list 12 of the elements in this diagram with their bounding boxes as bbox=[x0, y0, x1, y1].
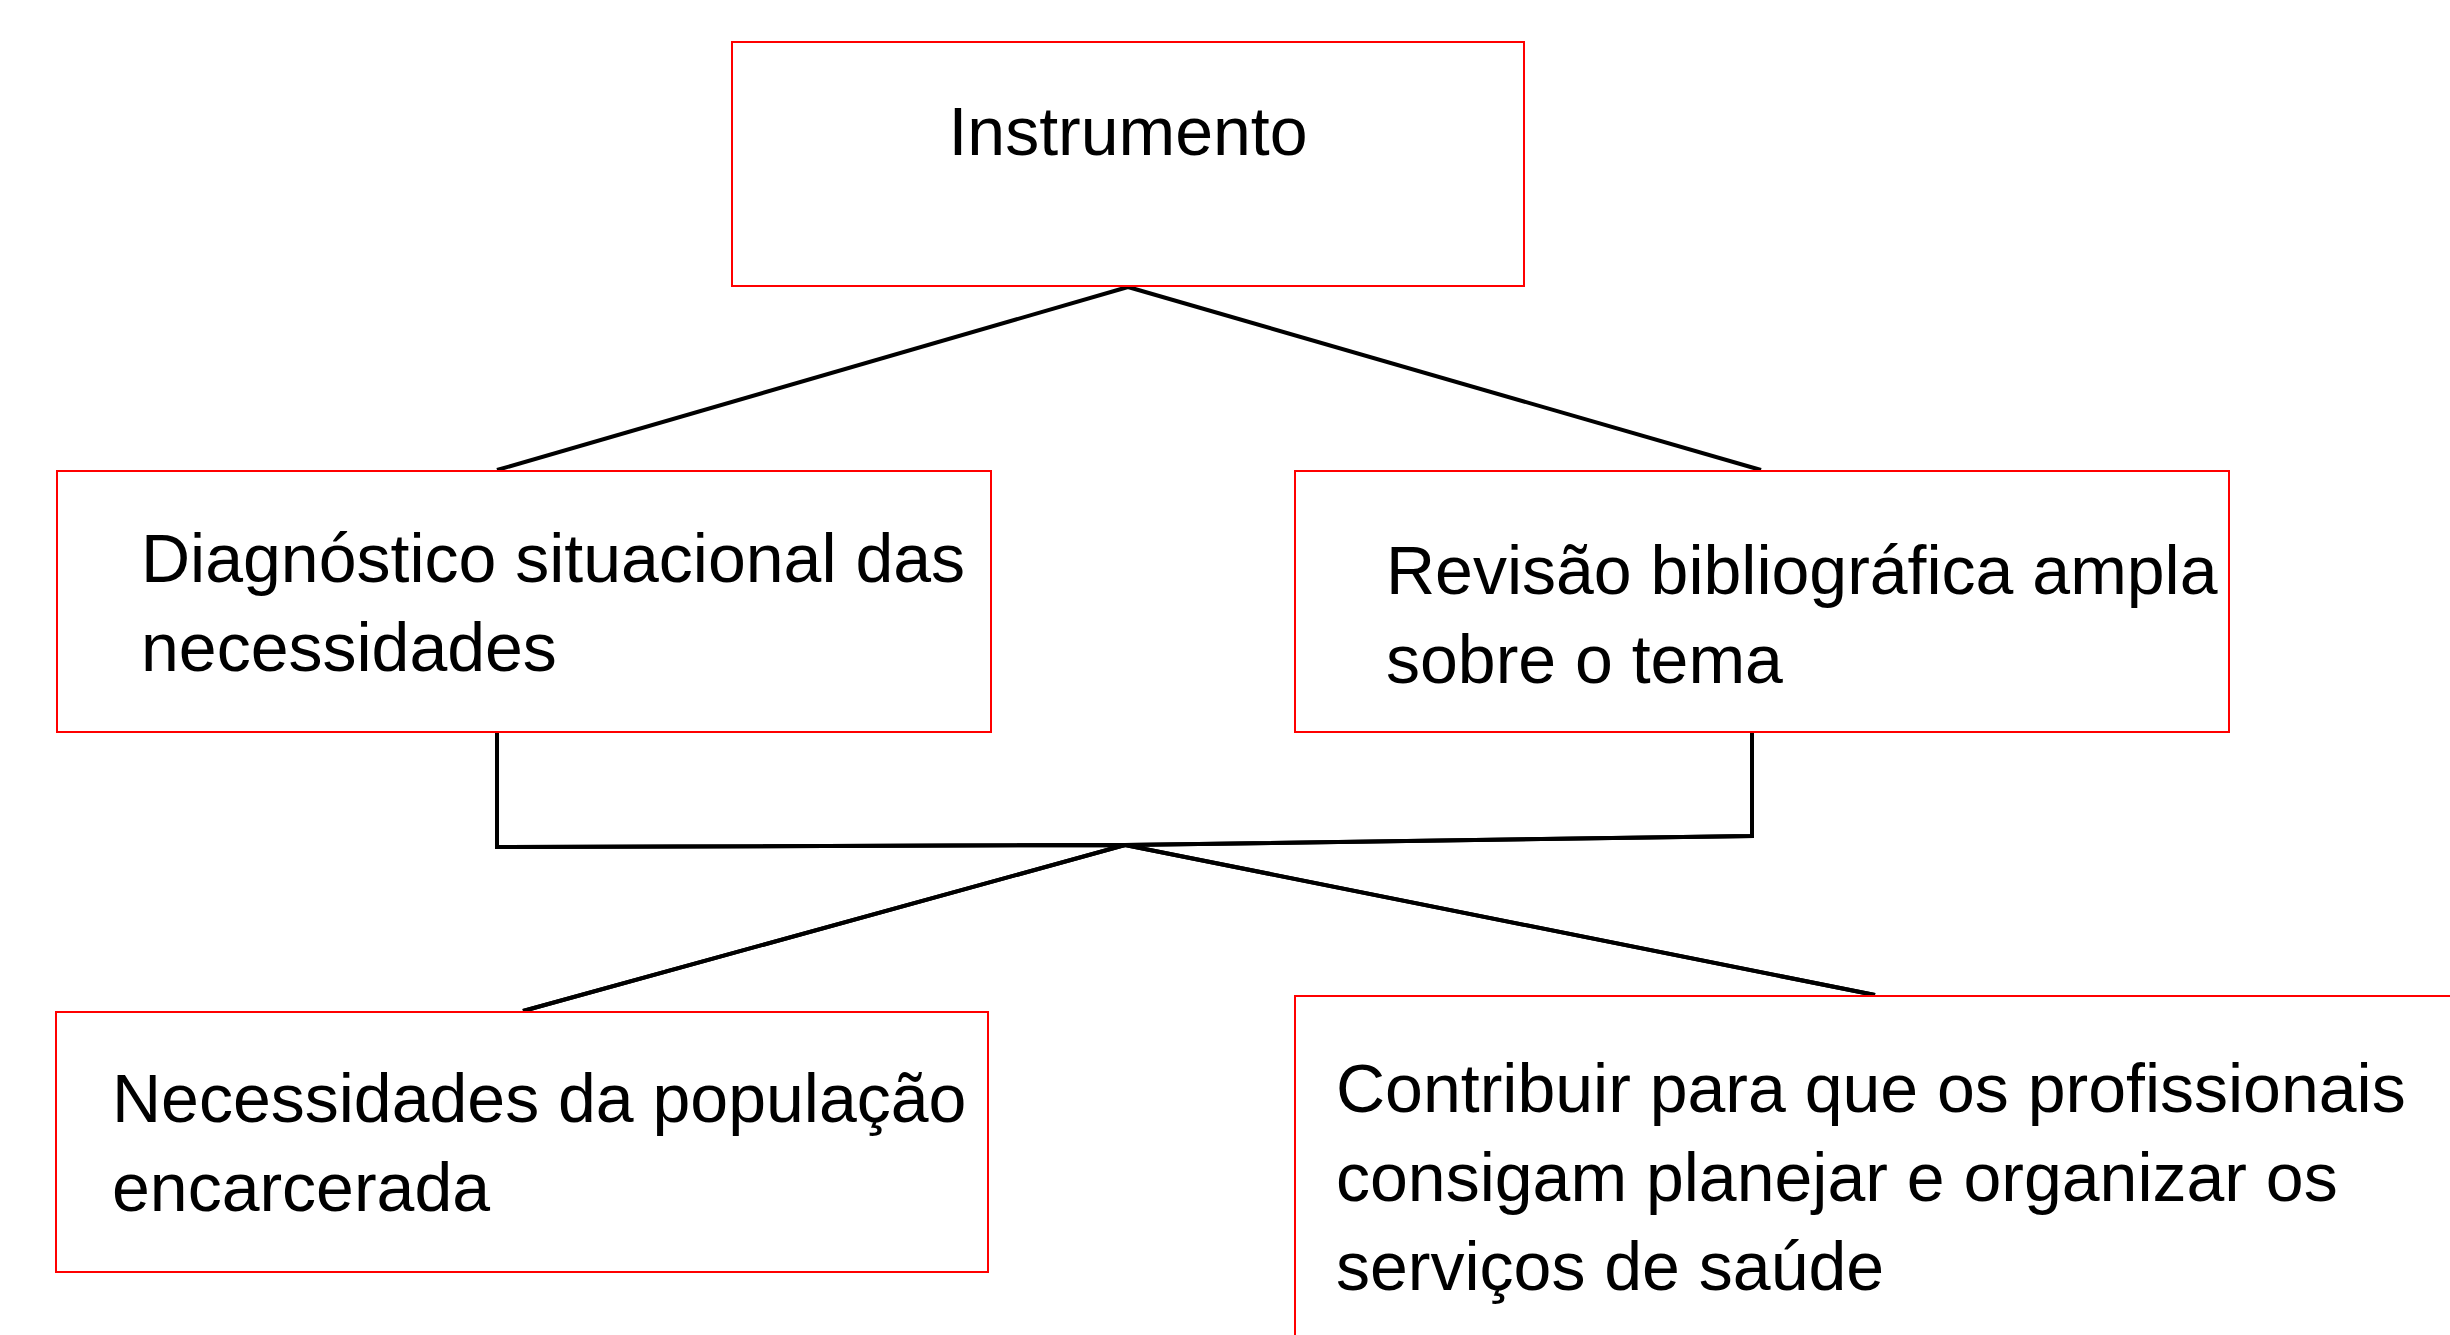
process-box bbox=[56, 470, 992, 733]
process-box bbox=[1294, 995, 2450, 1335]
connector-line bbox=[496, 285, 1129, 472]
box-label: Revisão bibliográfica ampla sobre o tema bbox=[1386, 531, 2219, 699]
process-box bbox=[1294, 470, 2230, 733]
box-label: Instrumento bbox=[948, 92, 1308, 172]
process-box bbox=[55, 1011, 989, 1273]
box-label: Necessidades da população encarcerada bbox=[112, 1059, 968, 1227]
process-box bbox=[731, 41, 1525, 287]
box-label: Diagnóstico situacional das necessidades bbox=[141, 519, 967, 687]
connector-line bbox=[1127, 285, 1762, 472]
box-label: Contribuir para que os profissionais consigam planejar e organizar os serviços de saúde bbox=[1336, 1049, 2407, 1306]
